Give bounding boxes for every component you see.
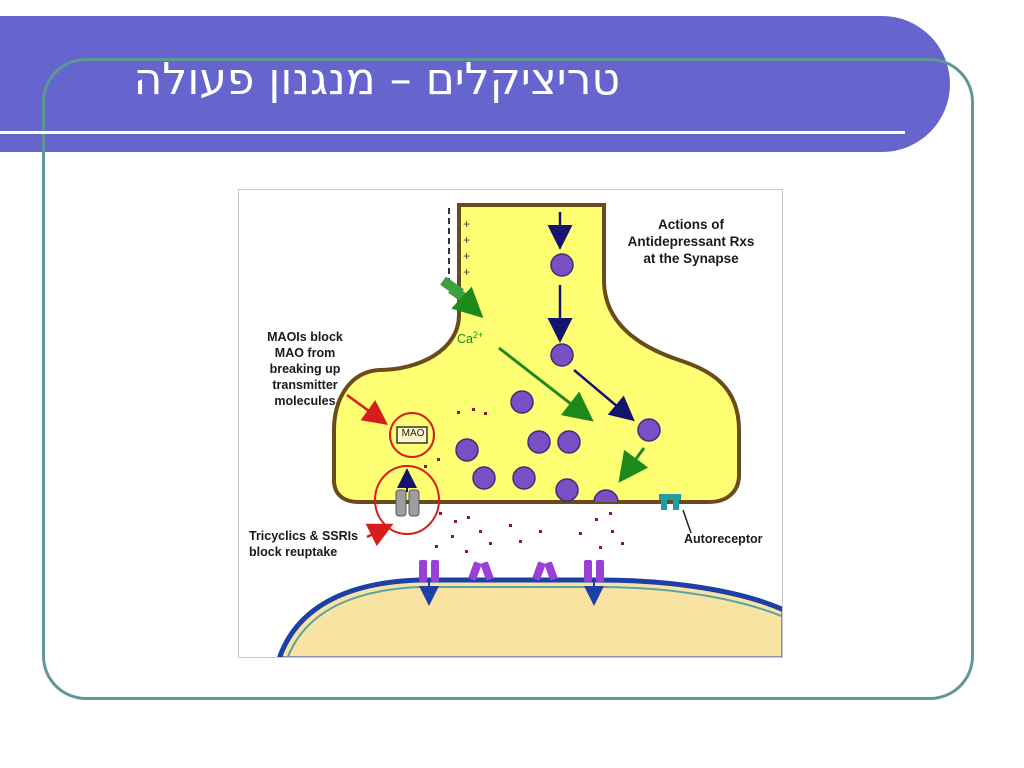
heading-line-2: Antidepressant Rxs [627,234,755,249]
tricyclics-line-1: Tricyclics & SSRIs [249,529,359,543]
maoi-line-4: transmitter [272,378,338,392]
vesicles [455,253,661,502]
maoi-line-5: molecules [274,394,336,408]
title-bar [0,16,950,152]
maoi-label: MAOIs block MAO from breaking up transmi… [245,329,365,409]
reuptake-highlight [374,465,440,535]
calcium-charge: 2+ [472,330,484,340]
svg-text:+: + [463,233,470,247]
diagram-heading: Actions of Antidepressant Rxs at the Syn… [611,216,771,267]
slide-frame [42,58,974,700]
autoreceptor-label: Autoreceptor [684,532,763,546]
autoreceptor [659,494,681,510]
docked-vesicle [593,489,619,503]
maoi-line-1: MAOIs block [267,330,343,344]
reuptake-transporter [395,489,420,517]
heading-line-3: at the Synapse [643,251,739,266]
svg-text:+: + [463,217,470,231]
tricyclics-line-2: block reuptake [249,545,338,559]
heading-line-1: Actions of [658,217,724,232]
synapse-diagram: + + + + [238,189,783,658]
synapse-illustration: + + + + [277,203,782,657]
postsynaptic-cell [277,577,782,657]
postsynaptic-receptors [419,560,604,582]
calcium-label: Ca2+ [457,330,483,346]
mao-highlight [389,412,435,458]
mao-box [396,426,428,444]
svg-text:+: + [463,265,470,279]
mao-label: MAO [401,428,425,439]
maoi-line-2: MAO from [274,346,336,360]
slide-title: טריציקלים – מנגנון פעולה [133,54,620,105]
svg-text:+: + [463,249,470,263]
tricyclics-label: Tricyclics & SSRIs block reuptake [249,528,389,560]
calcium-symbol: Ca [457,332,473,347]
maoi-line-3: breaking up [269,362,341,376]
title-underline [0,131,905,134]
